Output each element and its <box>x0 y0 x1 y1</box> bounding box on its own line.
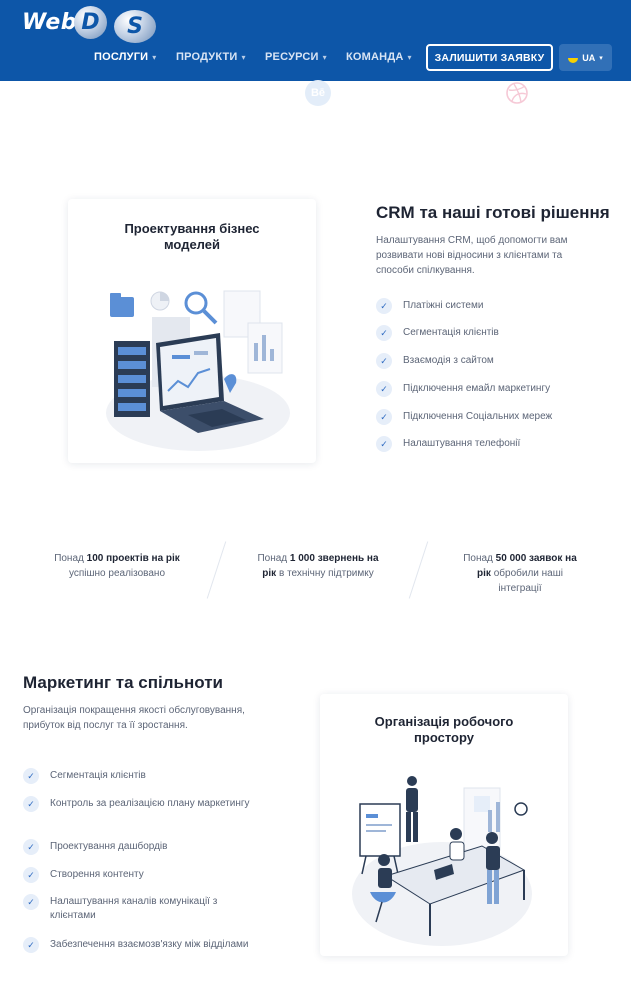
workspace-illustration <box>352 776 532 946</box>
check-icon: ✓ <box>23 894 39 910</box>
workspace-card: Організація робочого простору <box>320 694 568 956</box>
chevron-down-icon: ▾ <box>407 52 412 62</box>
nav-item-label: ПОСЛУГИ <box>94 51 149 63</box>
check-icon: ✓ <box>23 768 39 784</box>
check-icon: ✓ <box>376 409 392 425</box>
list-item-label: Підключення Соціальних мереж <box>403 411 553 422</box>
stat-divider <box>408 541 429 599</box>
logo-text-web: Web <box>22 10 78 35</box>
webds-logo[interactable]: Web D S <box>22 6 156 43</box>
logo-sphere-s: S <box>114 10 156 43</box>
chevron-down-icon: ▾ <box>152 52 157 62</box>
stat-integrations: Понад 50 000 заявок на рік обробили наші… <box>455 551 585 596</box>
list-item: ✓ Контроль за реалізацією плану маркетин… <box>23 796 253 812</box>
list-item-label: Взаємодія з сайтом <box>403 355 494 366</box>
list-item-label: Налаштування телефонії <box>403 438 521 449</box>
marketing-section-title: Маркетинг та спільноти <box>23 673 223 692</box>
stat-projects: Понад 100 проектів на рік успішно реаліз… <box>52 551 182 581</box>
business-models-card: Проектування бізнес моделей <box>68 199 316 463</box>
nav-item-services[interactable]: ПОСЛУГИ ▾ <box>94 49 156 65</box>
list-item: ✓ Сегментація клієнтів <box>376 325 606 341</box>
nav-item-team[interactable]: КОМАНДА ▾ <box>346 49 412 65</box>
list-item: ✓ Сегментація клієнтів <box>23 768 253 784</box>
check-icon: ✓ <box>23 839 39 855</box>
language-label: UA <box>582 52 596 63</box>
list-item-label: Створення контенту <box>50 869 144 880</box>
list-item: ✓ Проектування дашбордів <box>23 839 253 855</box>
site-header: Web D S ПОСЛУГИ ▾ ПРОДУКТИ ▾ РЕСУРСИ ▾ К… <box>0 0 631 81</box>
stat-suffix: в технічну підтримку <box>276 568 374 579</box>
list-item: ✓ Взаємодія з сайтом <box>376 353 606 369</box>
list-item: ✓ Забезпечення взаємозв'язку між відділа… <box>23 937 253 953</box>
check-icon: ✓ <box>23 937 39 953</box>
behance-glyph: Bē <box>310 87 326 99</box>
behance-icon[interactable]: Bē <box>305 80 331 106</box>
chevron-down-icon: ▾ <box>599 54 603 62</box>
check-icon: ✓ <box>376 436 392 452</box>
list-item-label: Проектування дашбордів <box>50 841 168 852</box>
crm-section-description: Налаштування CRM, щоб допомогти вам розв… <box>376 235 568 276</box>
check-icon: ✓ <box>376 325 392 341</box>
stat-prefix: Понад <box>257 553 290 564</box>
list-item: ✓ Підключення емайл маркетингу <box>376 381 606 397</box>
nav-item-label: КОМАНДА <box>346 51 404 63</box>
check-icon: ✓ <box>376 353 392 369</box>
check-icon: ✓ <box>376 298 392 314</box>
list-item-label: Контроль за реалізацією плану маркетингу <box>50 798 250 809</box>
check-icon: ✓ <box>23 796 39 812</box>
nav-item-resources[interactable]: РЕСУРСИ ▾ <box>265 49 327 65</box>
list-item-label: Забезпечення взаємозв'язку між відділами <box>50 939 249 950</box>
stat-prefix: Понад <box>54 553 87 564</box>
stat-support: Понад 1 000 звернень на рік в технічну п… <box>253 551 383 581</box>
card-title: Проектування бізнес моделей <box>124 221 260 252</box>
list-item-label: Налаштування каналів комунікації з клієн… <box>50 896 218 921</box>
stat-value: 100 проектів на рік <box>86 553 180 564</box>
stat-divider <box>206 541 227 599</box>
stat-value: 50 000 заявок на рік <box>477 553 577 579</box>
stat-suffix: успішно реалізовано <box>68 568 166 579</box>
stat-suffix: обробили наші інтеграції <box>490 568 563 594</box>
ukraine-flag-icon <box>568 52 579 63</box>
nav-item-label: РЕСУРСИ <box>265 51 319 63</box>
list-item: ✓ Налаштування каналів комунікації з клі… <box>23 894 253 923</box>
crm-section-title: CRM та наші готові рішення <box>376 203 610 222</box>
stat-prefix: Понад <box>463 553 496 564</box>
logo-sphere-d: D <box>74 6 107 39</box>
list-item: ✓ Налаштування телефонії <box>376 436 606 452</box>
list-item: ✓ Підключення Соціальних мереж <box>376 409 606 425</box>
chevron-down-icon: ▾ <box>322 52 327 62</box>
language-selector[interactable]: UA ▾ <box>559 44 612 71</box>
chevron-down-icon: ▾ <box>241 52 246 62</box>
list-item: ✓ Створення контенту <box>23 867 253 883</box>
check-icon: ✓ <box>376 381 392 397</box>
marketing-section-description: Організація покращення якості обслуговув… <box>23 705 245 731</box>
nav-item-products[interactable]: ПРОДУКТИ ▾ <box>176 49 246 65</box>
list-item: ✓ Платіжні системи <box>376 298 606 314</box>
business-illustration <box>106 290 290 451</box>
list-item-label: Підключення емайл маркетингу <box>403 383 551 394</box>
list-item-label: Сегментація клієнтів <box>50 770 146 781</box>
check-icon: ✓ <box>23 867 39 883</box>
leave-request-button[interactable]: ЗАЛИШИТИ ЗАЯВКУ <box>426 44 553 71</box>
nav-item-label: ПРОДУКТИ <box>176 51 238 63</box>
dribbble-icon[interactable] <box>504 80 530 106</box>
card-title: Організація робочого простору <box>374 714 514 745</box>
stat-value: 1 000 звернень на рік <box>262 553 379 579</box>
list-item-label: Платіжні системи <box>403 300 484 311</box>
list-item-label: Сегментація клієнтів <box>403 327 499 338</box>
